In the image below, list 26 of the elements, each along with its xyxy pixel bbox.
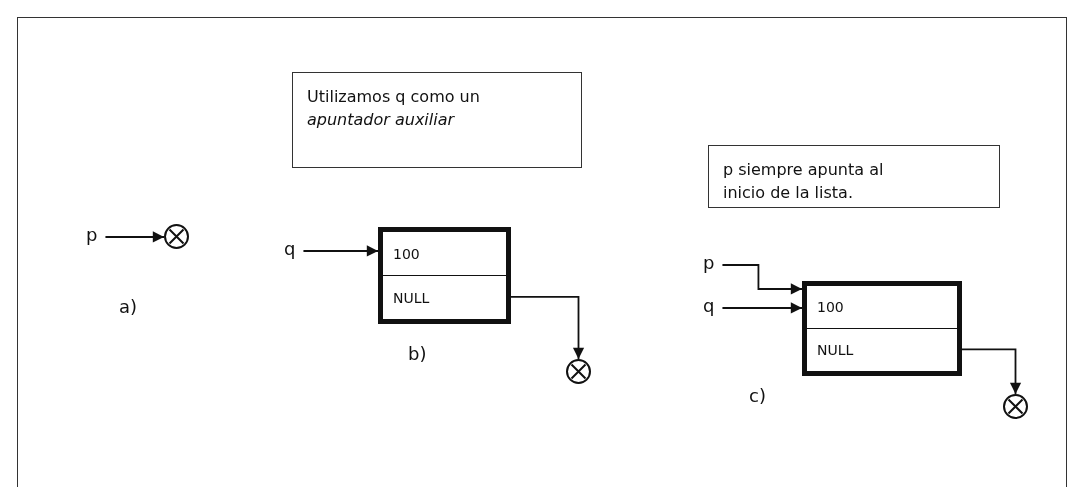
note-box	[292, 72, 582, 168]
pointer-name: q	[284, 240, 296, 258]
panel-label: a)	[119, 296, 138, 317]
pointer-name: p	[703, 254, 715, 272]
pointer-arrow	[302, 245, 379, 257]
note-text: p siempre apunta al inicio de la lista.	[723, 159, 885, 205]
pointer-arrow	[104, 231, 165, 243]
pointer-arrow	[721, 264, 803, 295]
null-pointer-symbol	[1003, 394, 1028, 419]
null-pointer-symbol	[566, 359, 591, 384]
field-value: 100	[817, 299, 844, 315]
pointer-arrow	[510, 295, 585, 360]
note-text: Utilizamos q como un apuntador auxiliar	[307, 87, 480, 130]
pointer-arrow	[721, 302, 803, 314]
pointer-name: p	[86, 226, 98, 244]
pointer-arrow	[961, 348, 1022, 395]
pointer-name: q	[703, 297, 715, 315]
field-value: NULL	[393, 289, 430, 306]
note-box	[708, 145, 1000, 208]
null-pointer-symbol	[164, 224, 189, 249]
panel-label: b)	[408, 343, 427, 364]
list-node-box	[802, 281, 962, 376]
field-value: 100	[393, 245, 420, 262]
panel-label: c)	[749, 385, 766, 406]
list-node-box	[378, 227, 511, 324]
field-value: NULL	[817, 342, 854, 358]
